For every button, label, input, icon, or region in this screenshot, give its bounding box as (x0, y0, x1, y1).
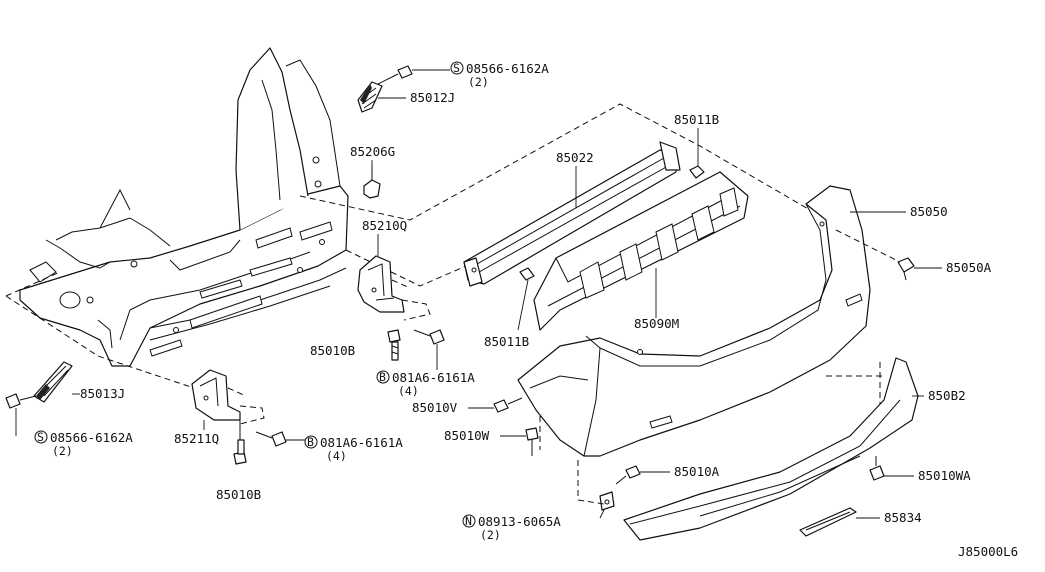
clip-85010W (525, 427, 539, 456)
bolt-081A6-right (413, 329, 445, 345)
svg-text:S: S (453, 61, 460, 75)
svg-text:08913-6065A: 08913-6065A (478, 514, 561, 529)
dashed-guide-mid (345, 239, 527, 287)
label-85050: 85050 (910, 204, 948, 219)
nut-08913 (599, 491, 615, 511)
rear-body-panel (19, 47, 349, 367)
part-labels: 85012J 85206G 85210Q 85010B 85211Q 85010… (80, 90, 1018, 559)
svg-text:(2): (2) (480, 528, 501, 542)
clip-85010WA (869, 456, 885, 481)
side-bracket-lower (33, 361, 73, 403)
trim-plate-85834 (799, 507, 857, 537)
bumper-fascia-85050 (517, 185, 871, 457)
svg-text:B: B (379, 370, 386, 384)
label-85010WA: 85010WA (918, 468, 971, 483)
svg-text:(4): (4) (398, 384, 419, 398)
callout-bolt-left: B 081A6-6161A (4) (304, 435, 403, 463)
svg-text:(2): (2) (52, 444, 73, 458)
side-bracket-upper (357, 81, 383, 113)
callout-screw-bottom: S 08566-6162A (2) (34, 430, 133, 458)
lower-cover-850B2 (623, 357, 919, 541)
label-85834: 85834 (884, 510, 922, 525)
label-85013J: 85013J (80, 386, 125, 401)
label-85010W: 85010W (444, 428, 490, 443)
svg-text:08566-6162A: 08566-6162A (466, 61, 549, 76)
bolt-081A6-left (255, 431, 287, 447)
svg-text:081A6-6161A: 081A6-6161A (320, 435, 403, 450)
label-85090M: 85090M (634, 316, 679, 331)
callout-nut: N 08913-6065A (2) (462, 514, 561, 542)
svg-text:(4): (4) (326, 449, 347, 463)
bracket-85211Q (191, 369, 265, 425)
screw-lower (5, 393, 37, 409)
svg-text:08566-6162A: 08566-6162A (50, 430, 133, 445)
label-85050A: 85050A (946, 260, 992, 275)
svg-text:B: B (307, 435, 314, 449)
screw-upper (377, 65, 413, 85)
bolt-85010B-lower (233, 420, 247, 465)
bolt-85010B-upper (387, 329, 401, 361)
label-85022: 85022 (556, 150, 594, 165)
label-85210Q: 85210Q (362, 218, 407, 233)
dashed-guide-top (299, 103, 811, 221)
nut-85011B-top (689, 165, 705, 179)
label-85012J: 85012J (410, 90, 455, 105)
label-85010B-upper: 85010B (310, 343, 355, 358)
clip-85010V (493, 397, 523, 413)
label-85206G: 85206G (350, 144, 395, 159)
svg-text:081A6-6161A: 081A6-6161A (392, 370, 475, 385)
label-85010V: 85010V (412, 400, 458, 415)
label-85010A: 85010A (674, 464, 720, 479)
bracket-85210Q (357, 255, 431, 321)
clip-85050A (897, 257, 915, 281)
label-850B2: 850B2 (928, 388, 966, 403)
svg-text:S: S (37, 430, 44, 444)
dashed-guide-lower (826, 362, 884, 404)
diagram-id: J85000L6 (958, 544, 1018, 559)
clip-85010A (615, 465, 641, 485)
label-85011B-bottom: 85011B (484, 334, 529, 349)
energy-absorber-85090M (533, 171, 749, 331)
dashed-guide-left (5, 271, 201, 391)
svg-text:N: N (465, 514, 472, 528)
label-85211Q: 85211Q (174, 431, 219, 446)
callout-bolt-right: B 081A6-6161A (4) (376, 370, 475, 398)
nut-85011B-bottom (519, 267, 535, 281)
label-85011B-top: 85011B (674, 112, 719, 127)
label-85010B-lower: 85010B (216, 487, 261, 502)
reinforcement-85022 (463, 141, 681, 287)
svg-text:(2): (2) (468, 75, 489, 89)
callout-screw-top: S 08566-6162A (2) (450, 61, 549, 89)
